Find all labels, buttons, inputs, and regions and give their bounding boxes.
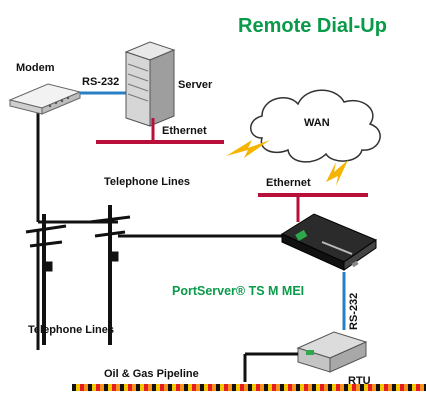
lightning-server-wan [226,140,270,158]
wan-label: WAN [304,117,330,129]
ethernet-portserver-label: Ethernet [266,177,311,189]
server-label: Server [178,79,213,91]
telephone-pole-right [89,205,131,345]
telephone-lines-top-label: Telephone Lines [104,176,190,188]
rs232-top-label: RS-232 [82,76,120,88]
ethernet-server-label: Ethernet [162,125,207,137]
portserver-label: PortServer® TS M MEI [172,284,305,298]
wan-cloud [250,89,381,163]
pipeline-label: Oil & Gas Pipeline [104,368,199,380]
telephone-line-network [36,104,300,350]
telephone-pole-left [25,214,67,345]
lightning-wan-ethernet [326,160,348,186]
ethernet-server-line [96,118,224,144]
oil-gas-pipeline [72,384,426,391]
diagram-title: Remote Dial-Up [238,15,387,37]
rs232-vertical-label: RS-232 [348,292,360,330]
ethernet-portserver-line [258,193,368,222]
telephone-lines-bottom-label: Telephone Lines [28,324,114,336]
rtu-device [296,331,368,373]
modem-device [8,83,82,115]
modem-label: Modem [16,62,55,74]
rtu-label: RTU [348,375,371,387]
server-device [124,41,176,127]
portserver-device [280,213,378,271]
